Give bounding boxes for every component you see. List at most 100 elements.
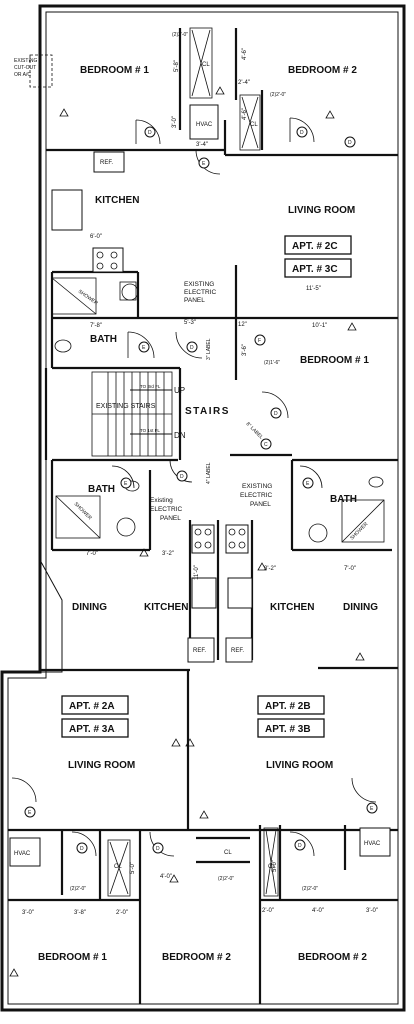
mid-kitchen-fixtures [187, 524, 253, 663]
room-label-lower-bedroom-2-right: BEDROOM # 2 [298, 952, 367, 963]
apt-label-2a: APT. # 2A [69, 701, 115, 712]
closet-label-upper-2: CL [250, 122, 258, 128]
apt-label-3a: APT. # 3A [69, 724, 115, 735]
room-label-upper-living: LIVING ROOM [288, 205, 355, 216]
room-label-left-bath: BATH [88, 484, 115, 495]
svg-text:4'-6": 4'-6" [242, 48, 248, 60]
note-panel-right-3: PANEL [250, 501, 271, 508]
svg-text:D: D [180, 474, 184, 480]
ref-label-upper: REF. [100, 160, 113, 166]
apt-box-3b [257, 718, 325, 738]
svg-text:E: E [124, 481, 128, 487]
room-label-lower-bedroom-2-left: BEDROOM # 2 [162, 952, 231, 963]
note-panel-right-1: EXISTING [242, 483, 272, 490]
svg-text:10'-1": 10'-1" [312, 323, 327, 329]
apt-box-2a [61, 695, 129, 715]
svg-text:4'-0": 4'-0" [312, 908, 324, 914]
note-existing-cutout: EXISTING [14, 58, 37, 64]
svg-text:D: D [80, 846, 84, 852]
svg-text:3'-4": 3'-4" [196, 142, 208, 148]
note-to-1st: TO 1st FL [140, 428, 160, 433]
svg-text:7'-0": 7'-0" [86, 551, 98, 557]
svg-text:E: E [202, 161, 206, 167]
svg-text:D: D [148, 130, 152, 136]
note-panel-left-2: ELECTRIC [150, 506, 182, 513]
svg-text:D: D [300, 130, 304, 136]
apt-box-2c [284, 235, 352, 255]
room-label-upper-bedroom-1: BEDROOM # 1 [80, 65, 149, 76]
closet-label-lower-1: CL [114, 864, 122, 870]
note-up: UP [174, 386, 185, 395]
mid-cross-walls [40, 666, 398, 832]
note-panel-upper-2: ELECTRIC [184, 289, 216, 296]
revision-triangles [9, 86, 365, 977]
room-label-right-kitchen: KITCHEN [270, 602, 314, 613]
note-label-8: 8" LABEL [245, 421, 265, 441]
upper-closets [189, 27, 261, 151]
svg-text:E: E [306, 481, 310, 487]
room-label-left-dining: DINING [72, 602, 107, 613]
svg-text:5'-8": 5'-8" [174, 60, 180, 72]
room-label-right-dining: DINING [343, 602, 378, 613]
svg-text:3'-0": 3'-0" [22, 910, 34, 916]
closet-label-lower-3: CL [268, 864, 276, 870]
svg-text:(2)2'-0": (2)2'-0" [172, 32, 188, 38]
svg-text:7'-8": 7'-8" [90, 323, 102, 329]
note-panel-right-2: ELECTRIC [240, 492, 272, 499]
note-label-3: 3" LABEL [206, 338, 212, 360]
svg-text:3'-8": 3'-8" [74, 910, 86, 916]
upper-apartment-walls [46, 28, 398, 380]
apt-label-3b: APT. # 3B [265, 724, 311, 735]
svg-text:3'-0": 3'-0" [366, 908, 378, 914]
room-label-left-living: LIVING ROOM [68, 760, 135, 771]
svg-text:3'-0": 3'-0" [172, 116, 178, 128]
note-to-3rd: TO 3rd FL [140, 384, 161, 389]
upper-kitchen-fixtures [51, 151, 125, 273]
note-label-4: 4" LABEL [206, 462, 212, 484]
room-label-stairs: STAIRS [185, 406, 230, 417]
room-label-right-bath: BATH [330, 494, 357, 505]
apt-box-3c [284, 258, 352, 278]
note-dn: DN [174, 431, 186, 440]
svg-text:E: E [370, 806, 374, 812]
svg-text:D: D [348, 140, 352, 146]
svg-text:5'-0": 5'-0" [272, 860, 278, 872]
note-panel-left-3: PANEL [160, 515, 181, 522]
apt-label-2b: APT. # 2B [265, 701, 311, 712]
stairs [44, 368, 182, 460]
apt-label-2c: APT. # 2C [292, 241, 338, 252]
svg-text:F: F [258, 338, 261, 344]
note-panel-left-1: Existing [150, 497, 173, 504]
dimension-labels: 5'-8" 4'-6" 2'-4" 4'-6" 3'-0" 3'-4" (2)2… [22, 32, 378, 916]
apt-box-3a [61, 718, 129, 738]
hvac-label-lower-right: HVAC [364, 841, 381, 847]
existing-stairs-label: EXISTING STAIRS [96, 403, 156, 410]
svg-text:D: D [156, 846, 160, 852]
upper-bath-fixtures [51, 277, 139, 353]
svg-text:11'-5": 11'-5" [306, 286, 321, 292]
exterior-walls [0, 4, 406, 1012]
svg-text:4'-6": 4'-6" [242, 108, 248, 120]
hvac-label-lower-left: HVAC [14, 851, 31, 857]
room-label-upper-bath: BATH [90, 334, 117, 345]
svg-text:2'-0": 2'-0" [116, 910, 128, 916]
door-tags: D D D E E D F D C E D E E E D D D [24, 126, 378, 854]
note-existing-cutout-2: CUT-OUT [14, 65, 36, 71]
room-label-mid-bedroom-1: BEDROOM # 1 [300, 355, 369, 366]
room-label-right-living: LIVING ROOM [266, 760, 333, 771]
room-label-upper-bedroom-2: BEDROOM # 2 [288, 65, 357, 76]
note-panel-upper-3: PANEL [184, 297, 205, 304]
svg-text:3'-6": 3'-6" [242, 344, 248, 356]
lower-fixtures [9, 827, 391, 897]
svg-text:3'-2": 3'-2" [264, 566, 276, 572]
hvac-label-upper: HVAC [196, 122, 213, 128]
svg-text:D: D [298, 843, 302, 849]
svg-text:(2)2'-0": (2)2'-0" [270, 92, 286, 98]
svg-text:12": 12" [238, 322, 247, 328]
lower-walls [8, 825, 398, 1004]
svg-text:D: D [274, 411, 278, 417]
svg-text:2'-4": 2'-4" [238, 80, 250, 86]
ref-label-left: REF. [193, 648, 206, 654]
ref-label-right: REF. [231, 648, 244, 654]
room-label-lower-bedroom-1: BEDROOM # 1 [38, 952, 107, 963]
